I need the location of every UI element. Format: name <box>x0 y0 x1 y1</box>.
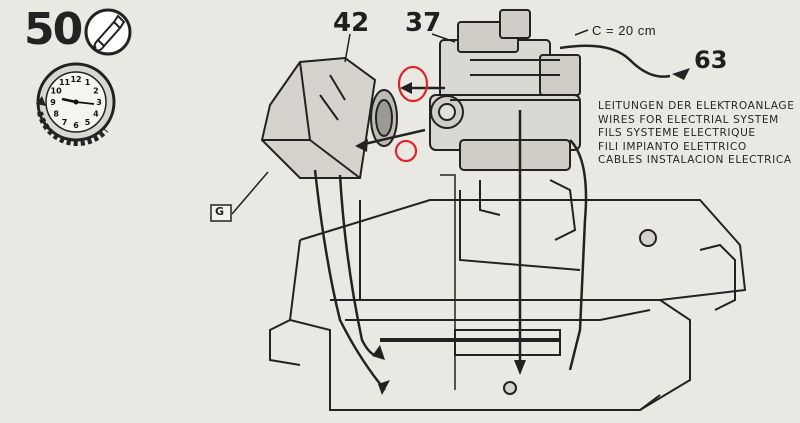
clock-numeral: 3 <box>96 98 102 107</box>
engine-assembly <box>429 9 581 171</box>
part-leader-lines <box>231 33 456 215</box>
highlight-circle-lower <box>394 139 418 163</box>
part-label-37: 37 <box>405 8 442 38</box>
clock-numeral: 4 <box>93 110 99 119</box>
dimension-label: C = 20 cm <box>592 23 657 38</box>
step-number: 50 <box>24 4 83 55</box>
arrow-heads <box>355 82 526 395</box>
clock-numeral: 9 <box>50 98 56 107</box>
highlight-circle-upper <box>397 65 429 103</box>
caption-spanish: CABLES INSTALACION ELECTRICA <box>598 154 792 167</box>
clock-numeral: 5 <box>85 118 91 127</box>
clock-numeral: 12 <box>70 75 81 84</box>
caption-french: FILS SYSTEME ELECTRIQUE <box>598 127 756 140</box>
clock-numeral: 8 <box>53 110 59 119</box>
caption-italian: FILI IMPIANTO ELETTRICO <box>598 140 747 153</box>
clock-numeral: 10 <box>51 87 63 96</box>
glue-tube-icon <box>84 8 132 56</box>
air-intake-housing <box>260 56 398 179</box>
clock-numeral: 1 <box>85 78 91 87</box>
part-g-box <box>210 204 232 222</box>
part-label-42: 42 <box>333 8 370 38</box>
wire-to-63 <box>559 44 671 78</box>
chassis-frame <box>269 139 747 411</box>
clock-numeral: 11 <box>59 78 71 87</box>
clock-numeral: 2 <box>93 87 99 96</box>
caption-english: WIRES FOR ELECTRIAL SYSTEM <box>598 113 779 126</box>
caption-german: LEITUNGEN DER ELEKTROANLAGE <box>598 100 795 112</box>
part-label-g: G <box>215 205 225 218</box>
part-label-63: 63 <box>694 46 728 74</box>
dimension-leader <box>574 29 589 36</box>
arrow-to-63 <box>672 68 690 80</box>
clock-numeral: 6 <box>73 121 79 130</box>
clock-numeral: 7 <box>62 118 68 127</box>
wires-caption: LEITUNGEN DER ELEKTROANLAGE WIRES FOR EL… <box>598 100 795 168</box>
